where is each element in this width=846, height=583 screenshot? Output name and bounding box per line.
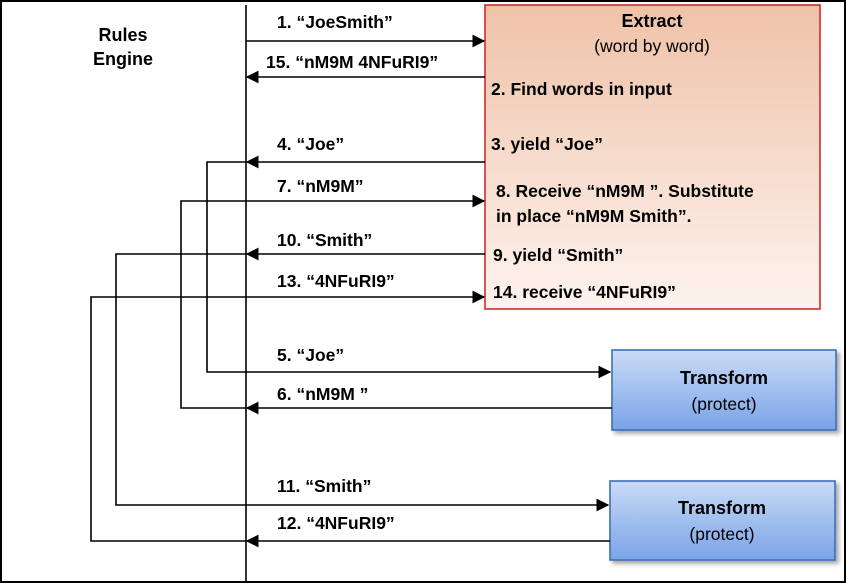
extract-step-receive-substitute: 8. Receive “nM9M ”. Substitute <box>496 181 754 201</box>
routing-wires <box>90 161 246 542</box>
msg-label-1: 1. “JoeSmith” <box>277 12 393 32</box>
extract-box: Extract (word by word) 2. Find words in … <box>484 4 821 310</box>
transform-box-1: Transform (protect) <box>611 349 837 431</box>
wire-joe-loop <box>206 161 246 373</box>
transform-2-title: Transform <box>678 498 766 518</box>
msg-label-11: 11. “Smith” <box>277 476 371 496</box>
wire-nm9m-loop <box>180 200 246 409</box>
msg-label-4: 4. “Joe” <box>277 134 344 154</box>
transform-1-subtitle: (protect) <box>691 394 756 414</box>
msg-label-7: 7. “nM9M” <box>277 176 364 196</box>
transform-2-subtitle: (protect) <box>689 524 754 544</box>
msg-label-10: 10. “Smith” <box>277 230 372 250</box>
extract-step-yield-smith: 9. yield “Smith” <box>493 245 623 265</box>
message-labels: 1. “JoeSmith” 15. “nM9M 4NFuRI9” 4. “Joe… <box>266 12 438 533</box>
message-arrows <box>245 34 612 548</box>
wire-4nfuri9-loop <box>90 296 246 542</box>
msg-label-6: 6. “nM9M ” <box>277 384 368 404</box>
transform-1-title: Transform <box>680 368 768 388</box>
extract-step-receive-final: 14. receive “4NFuRI9” <box>493 282 676 302</box>
extract-step-find-words: 2. Find words in input <box>491 79 672 99</box>
msg-label-15: 15. “nM9M 4NFuRI9” <box>266 52 438 72</box>
msg-label-12: 12. “4NFuRI9” <box>277 513 395 533</box>
msg-label-13: 13. “4NFuRI9” <box>277 271 395 291</box>
extract-step-in-place: in place “nM9M Smith”. <box>496 206 691 226</box>
extract-title: Extract <box>621 11 682 31</box>
msg-label-5: 5. “Joe” <box>277 345 344 365</box>
rules-engine-label-line1: Rules <box>98 25 147 45</box>
extract-subtitle: (word by word) <box>594 36 710 56</box>
rules-engine-label-line2: Engine <box>93 49 153 69</box>
extract-step-yield-joe: 3. yield “Joe” <box>491 134 603 154</box>
wire-smith-loop <box>115 253 246 506</box>
transform-box-2: Transform (protect) <box>609 480 836 561</box>
